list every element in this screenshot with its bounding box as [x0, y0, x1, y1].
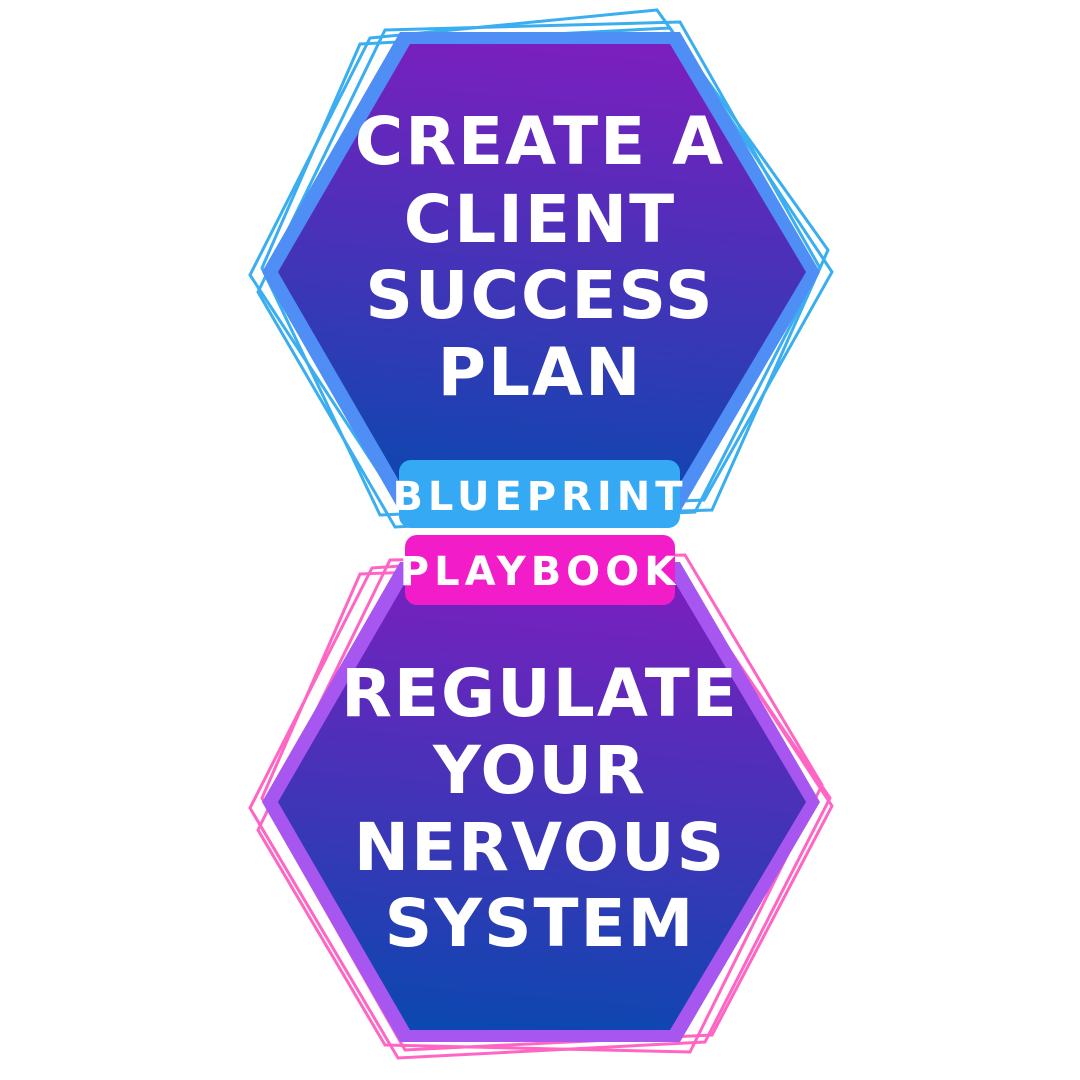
blueprint-badge-bg: [399, 460, 680, 528]
top-hexagon: CREATE A CLIENT SUCCESS PLAN: [248, 8, 834, 529]
top-hex-frame-3: [260, 26, 834, 517]
blueprint-badge-label: BLUEPRINT: [392, 474, 687, 520]
bottom-hex-frame-2: [256, 553, 824, 1054]
playbook-badge: PLAYBOOK: [400, 535, 680, 605]
bottom-hexagon: REGULATE YOUR NERVOUS SYSTEM: [248, 546, 834, 1060]
bottom-hex-line-4: SYSTEM: [385, 885, 696, 962]
playbook-badge-bg: [405, 535, 675, 605]
bottom-hex-line-1: REGULATE: [341, 655, 739, 732]
top-hexagon-outline-frames: [248, 8, 834, 529]
top-hex-line-2: CLIENT: [404, 181, 676, 258]
blueprint-badge: BLUEPRINT: [392, 460, 687, 528]
bottom-hexagon-text: REGULATE YOUR NERVOUS SYSTEM: [341, 655, 739, 962]
top-hex-line-1: CREATE A: [355, 103, 725, 180]
top-hex-line-3: SUCCESS: [365, 257, 714, 334]
bottom-hex-line-2: YOUR: [432, 732, 647, 809]
top-hex-line-4: PLAN: [438, 334, 643, 411]
playbook-badge-label: PLAYBOOK: [400, 549, 680, 595]
bottom-hex-line-3: NERVOUS: [354, 809, 726, 886]
top-hexagon-text: CREATE A CLIENT SUCCESS PLAN: [355, 103, 725, 411]
bottom-hexagon-body: [278, 574, 806, 1030]
top-hex-frame-1: [248, 8, 830, 522]
top-hex-frame-2: [256, 20, 822, 529]
top-hexagon-body: [278, 44, 806, 500]
